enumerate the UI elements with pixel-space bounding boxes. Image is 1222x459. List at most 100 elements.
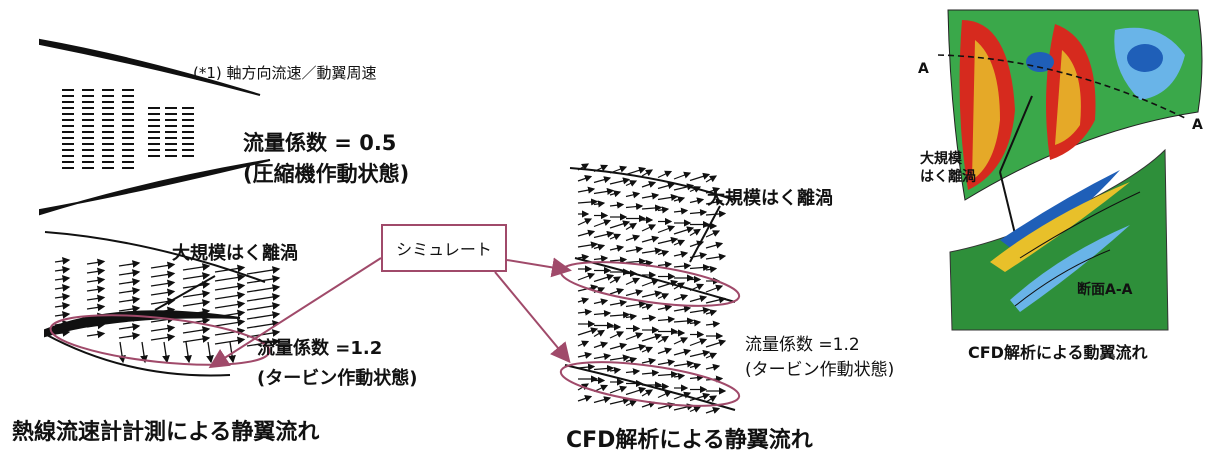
left-flow-coefficient-bottom: 流量係数 =1.2 — [257, 338, 383, 359]
cfd-vector — [673, 171, 692, 180]
velocity-arrow — [54, 275, 71, 283]
cfd-vector — [641, 224, 657, 232]
velocity-arrow — [150, 261, 176, 270]
velocity-arrow — [246, 284, 281, 293]
cfd-vector — [689, 349, 711, 358]
velocity-arrow — [214, 318, 246, 327]
cfd-vector — [625, 234, 641, 242]
velocity-arrow — [182, 272, 211, 280]
cfd-vector — [593, 341, 609, 349]
velocity-arrow — [140, 341, 148, 364]
cfd-vector — [625, 246, 644, 254]
center-vortex-label: 大規模はく離渦 — [707, 188, 833, 209]
velocity-arrow — [228, 341, 236, 364]
velocity-arrow — [214, 291, 246, 300]
velocity-arrow — [246, 320, 281, 329]
cfd-vector — [593, 364, 615, 373]
cfd-vector — [689, 306, 711, 314]
cfd-vector — [625, 356, 638, 364]
simulate-to-left-arrow — [208, 257, 382, 369]
cfd-vector — [673, 183, 695, 191]
cfd-vector — [689, 172, 711, 182]
cfd-vector — [705, 198, 724, 206]
velocity-arrow — [184, 341, 192, 364]
cfd-vector — [705, 309, 718, 317]
cfd-vector — [705, 407, 721, 414]
cfd-vector — [657, 315, 676, 324]
cfd-vector — [593, 187, 615, 195]
velocity-arrow — [150, 288, 176, 297]
cfd-vector — [641, 181, 657, 188]
velocity-arrow — [54, 329, 71, 337]
cfd-vector — [641, 314, 657, 322]
cfd-vector — [641, 169, 654, 177]
right-top-contour — [937, 9, 1203, 201]
center-vortex-region-bottom — [559, 361, 741, 407]
velocity-arrow — [214, 309, 246, 318]
cfd-vector — [641, 247, 663, 255]
cfd-vector — [577, 395, 593, 402]
cfd-vector — [705, 320, 721, 328]
left-state-top: (圧縮機作動状態) — [243, 162, 410, 186]
cfd-vector — [641, 346, 654, 354]
cfd-vector — [625, 277, 641, 286]
cfd-vector — [593, 255, 609, 263]
cfd-vector — [689, 374, 705, 382]
cfd-vector — [609, 354, 631, 362]
left-flow-coefficient-top: 流量係数 = 0.5 — [243, 131, 397, 155]
cfd-vector — [689, 319, 702, 327]
velocity-arrow — [182, 299, 211, 307]
cfd-vector — [625, 257, 647, 266]
cfd-vector — [641, 389, 654, 397]
velocity-arrow — [118, 341, 126, 364]
velocity-arrow — [150, 333, 176, 342]
cfd-vector — [641, 204, 663, 212]
cfd-vector — [641, 259, 654, 267]
velocity-arrow — [118, 287, 141, 295]
section-marker-a-left: A — [918, 61, 929, 77]
cfd-vector — [641, 235, 660, 243]
cfd-vector — [609, 165, 628, 174]
cfd-vector — [593, 353, 612, 361]
velocity-arrow — [246, 275, 281, 284]
cfd-vector — [577, 327, 599, 336]
cfd-vector — [577, 241, 599, 249]
center-flow-coefficient: 流量係数 =1.2 — [745, 335, 860, 355]
cfd-vector — [689, 295, 708, 303]
cfd-vector — [593, 164, 609, 173]
cfd-vector — [705, 241, 724, 249]
cfd-vector — [593, 243, 606, 251]
cfd-vector — [609, 256, 628, 264]
cfd-vector — [625, 400, 638, 407]
cfd-vector — [673, 250, 689, 258]
left-vortex-region — [49, 314, 271, 366]
cfd-vector — [641, 192, 660, 200]
cfd-vector — [657, 359, 676, 367]
cfd-vector — [673, 282, 686, 290]
velocity-arrow — [214, 273, 246, 282]
cfd-vector — [577, 297, 590, 305]
velocity-arrow — [214, 282, 246, 291]
velocity-arrow — [182, 335, 211, 343]
cfd-vector — [657, 335, 670, 344]
cfd-vector — [673, 360, 695, 368]
center-state: (タービン作動状態) — [745, 360, 895, 380]
velocity-arrow — [118, 269, 141, 277]
cfd-vector — [593, 176, 612, 184]
velocity-arrow — [182, 263, 211, 271]
cfd-vector — [673, 196, 686, 204]
cfd-vector — [609, 276, 622, 284]
cfd-vector — [609, 220, 631, 229]
cfd-vector — [705, 395, 718, 403]
cfd-vector — [577, 218, 593, 226]
right-section-leader — [999, 171, 1017, 239]
velocity-arrow — [86, 303, 106, 312]
center-caption: CFD解析による静翼流れ — [566, 428, 813, 453]
cfd-vector — [593, 396, 612, 404]
section-aa-label: 断面A-A — [1077, 282, 1133, 298]
velocity-arrow — [86, 294, 106, 303]
velocity-arrow — [54, 266, 71, 274]
cfd-vector — [625, 386, 647, 396]
cfd-vector — [625, 289, 644, 297]
cfd-vector — [689, 392, 711, 402]
